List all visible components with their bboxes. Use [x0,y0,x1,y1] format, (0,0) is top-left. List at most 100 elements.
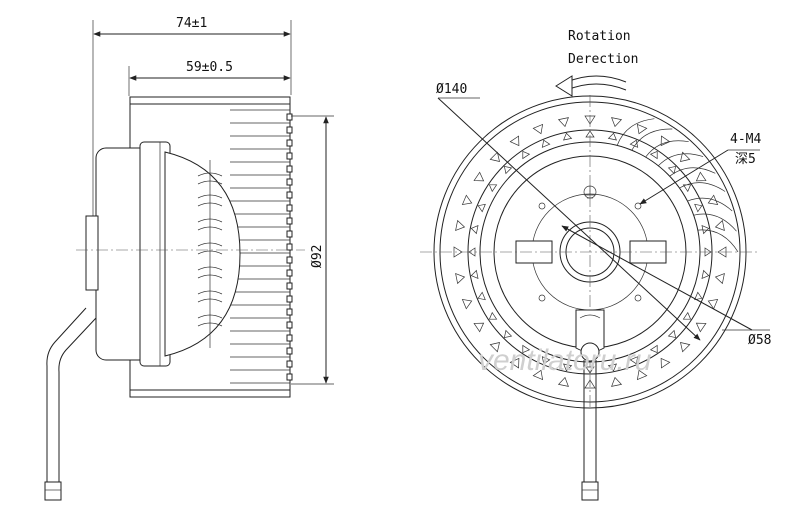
blade-curve [697,229,739,253]
blade-curve [669,167,716,177]
vent-mark [461,194,473,206]
hub-slot [197,226,223,231]
vent-mark [470,225,479,235]
vent-mark [455,273,466,285]
blade-curves [616,118,739,253]
vent-mark [522,344,531,354]
blade-tab [286,126,293,134]
vent-mark [503,329,513,339]
front-view: Rotation Derection [420,29,771,501]
impeller-side [129,96,293,398]
hub-slot [197,202,223,207]
blade-curve [616,118,655,146]
hub-slot [197,180,223,185]
vent-mark [660,357,671,369]
vent-mark [714,219,725,231]
blade-tab [286,243,293,251]
vent-mark [563,363,573,372]
vent-mark [707,298,719,310]
vent-mark [607,363,617,372]
vent-mark [532,369,544,381]
vent-mark [470,269,479,279]
blade-tab [286,191,293,199]
dimension-mount-holes: 4-M4 深5 [639,132,761,205]
blade-curve [693,213,737,232]
vent-mark [488,184,498,193]
hub-slot [197,250,223,255]
dimension-outer-diameter: Ø140 [436,82,701,341]
dimension-height: Ø92 [291,115,334,385]
vent-mark [636,369,648,381]
rotation-label-line1: Rotation [568,29,631,44]
vent-mark [584,379,596,389]
rotation-label-line2: Derection [568,52,638,67]
inner-diameter-label: Ø58 [748,333,771,348]
vent-mark [694,203,703,213]
hub-slot [197,266,223,271]
vent-mark [695,322,707,333]
dimension-inner-diameter: Ø58 [561,225,771,348]
vent-mark [557,117,569,128]
blade-tab [286,217,293,225]
vent-mark [522,150,531,160]
vent-mark [489,342,500,353]
vent-mark [488,311,498,320]
blade-curve [679,182,726,192]
blade-tab [286,282,293,290]
blade-tab [286,230,293,238]
blade-tab [286,256,293,264]
vent-mark [680,151,691,162]
vent-mark [660,135,671,147]
cable-side [44,307,97,501]
vent-mark [489,151,500,162]
blade-tab [286,308,293,316]
outer-diameter-label: Ø140 [436,82,467,97]
vent-mark [714,273,725,285]
blade-tab [286,165,293,173]
vent-mark [667,165,677,175]
vent-mark [695,171,707,182]
watermark: ventilatoru.ru [478,344,652,377]
vent-mark [636,123,648,135]
vent-mark [682,311,692,320]
vent-mark [701,269,710,279]
cable-front [575,309,605,501]
blade-tab [286,321,293,329]
blade-tab [286,139,293,147]
hub-slot [197,194,223,199]
vent-mark [694,291,703,301]
blade-curve [631,128,673,151]
blade-tab [286,113,293,121]
dimension-overall-length: 74±1 [92,16,292,232]
overall-length-label: 74±1 [176,16,207,31]
vent-mark [477,203,486,213]
blade-tab [286,360,293,368]
blade-curve [645,140,689,158]
mount-depth-label: 深5 [735,152,756,167]
hub-slot [197,172,223,177]
blade-curve [687,197,733,212]
motor-hub-side [85,141,241,367]
side-view: 74±1 59±0.5 [44,16,334,501]
impeller-vents [453,115,727,389]
vent-mark [541,139,551,148]
vent-mark [455,219,466,231]
vent-mark [503,165,513,175]
hub-slot [197,218,223,223]
blade-tab [286,347,293,355]
blade-tab [286,269,293,277]
mount-holes-label: 4-M4 [730,132,761,147]
vent-mark [629,139,639,148]
vent-mark [649,150,658,160]
blade-tab [286,334,293,342]
hub-slot [197,242,223,247]
vent-mark [509,357,520,369]
impeller-length-label: 59±0.5 [186,60,233,75]
vent-mark [541,356,551,365]
vent-mark [680,342,691,353]
hub-slot [197,314,223,319]
vent-mark [453,246,463,258]
height-label: Ø92 [310,245,325,268]
vent-mark [667,329,677,339]
